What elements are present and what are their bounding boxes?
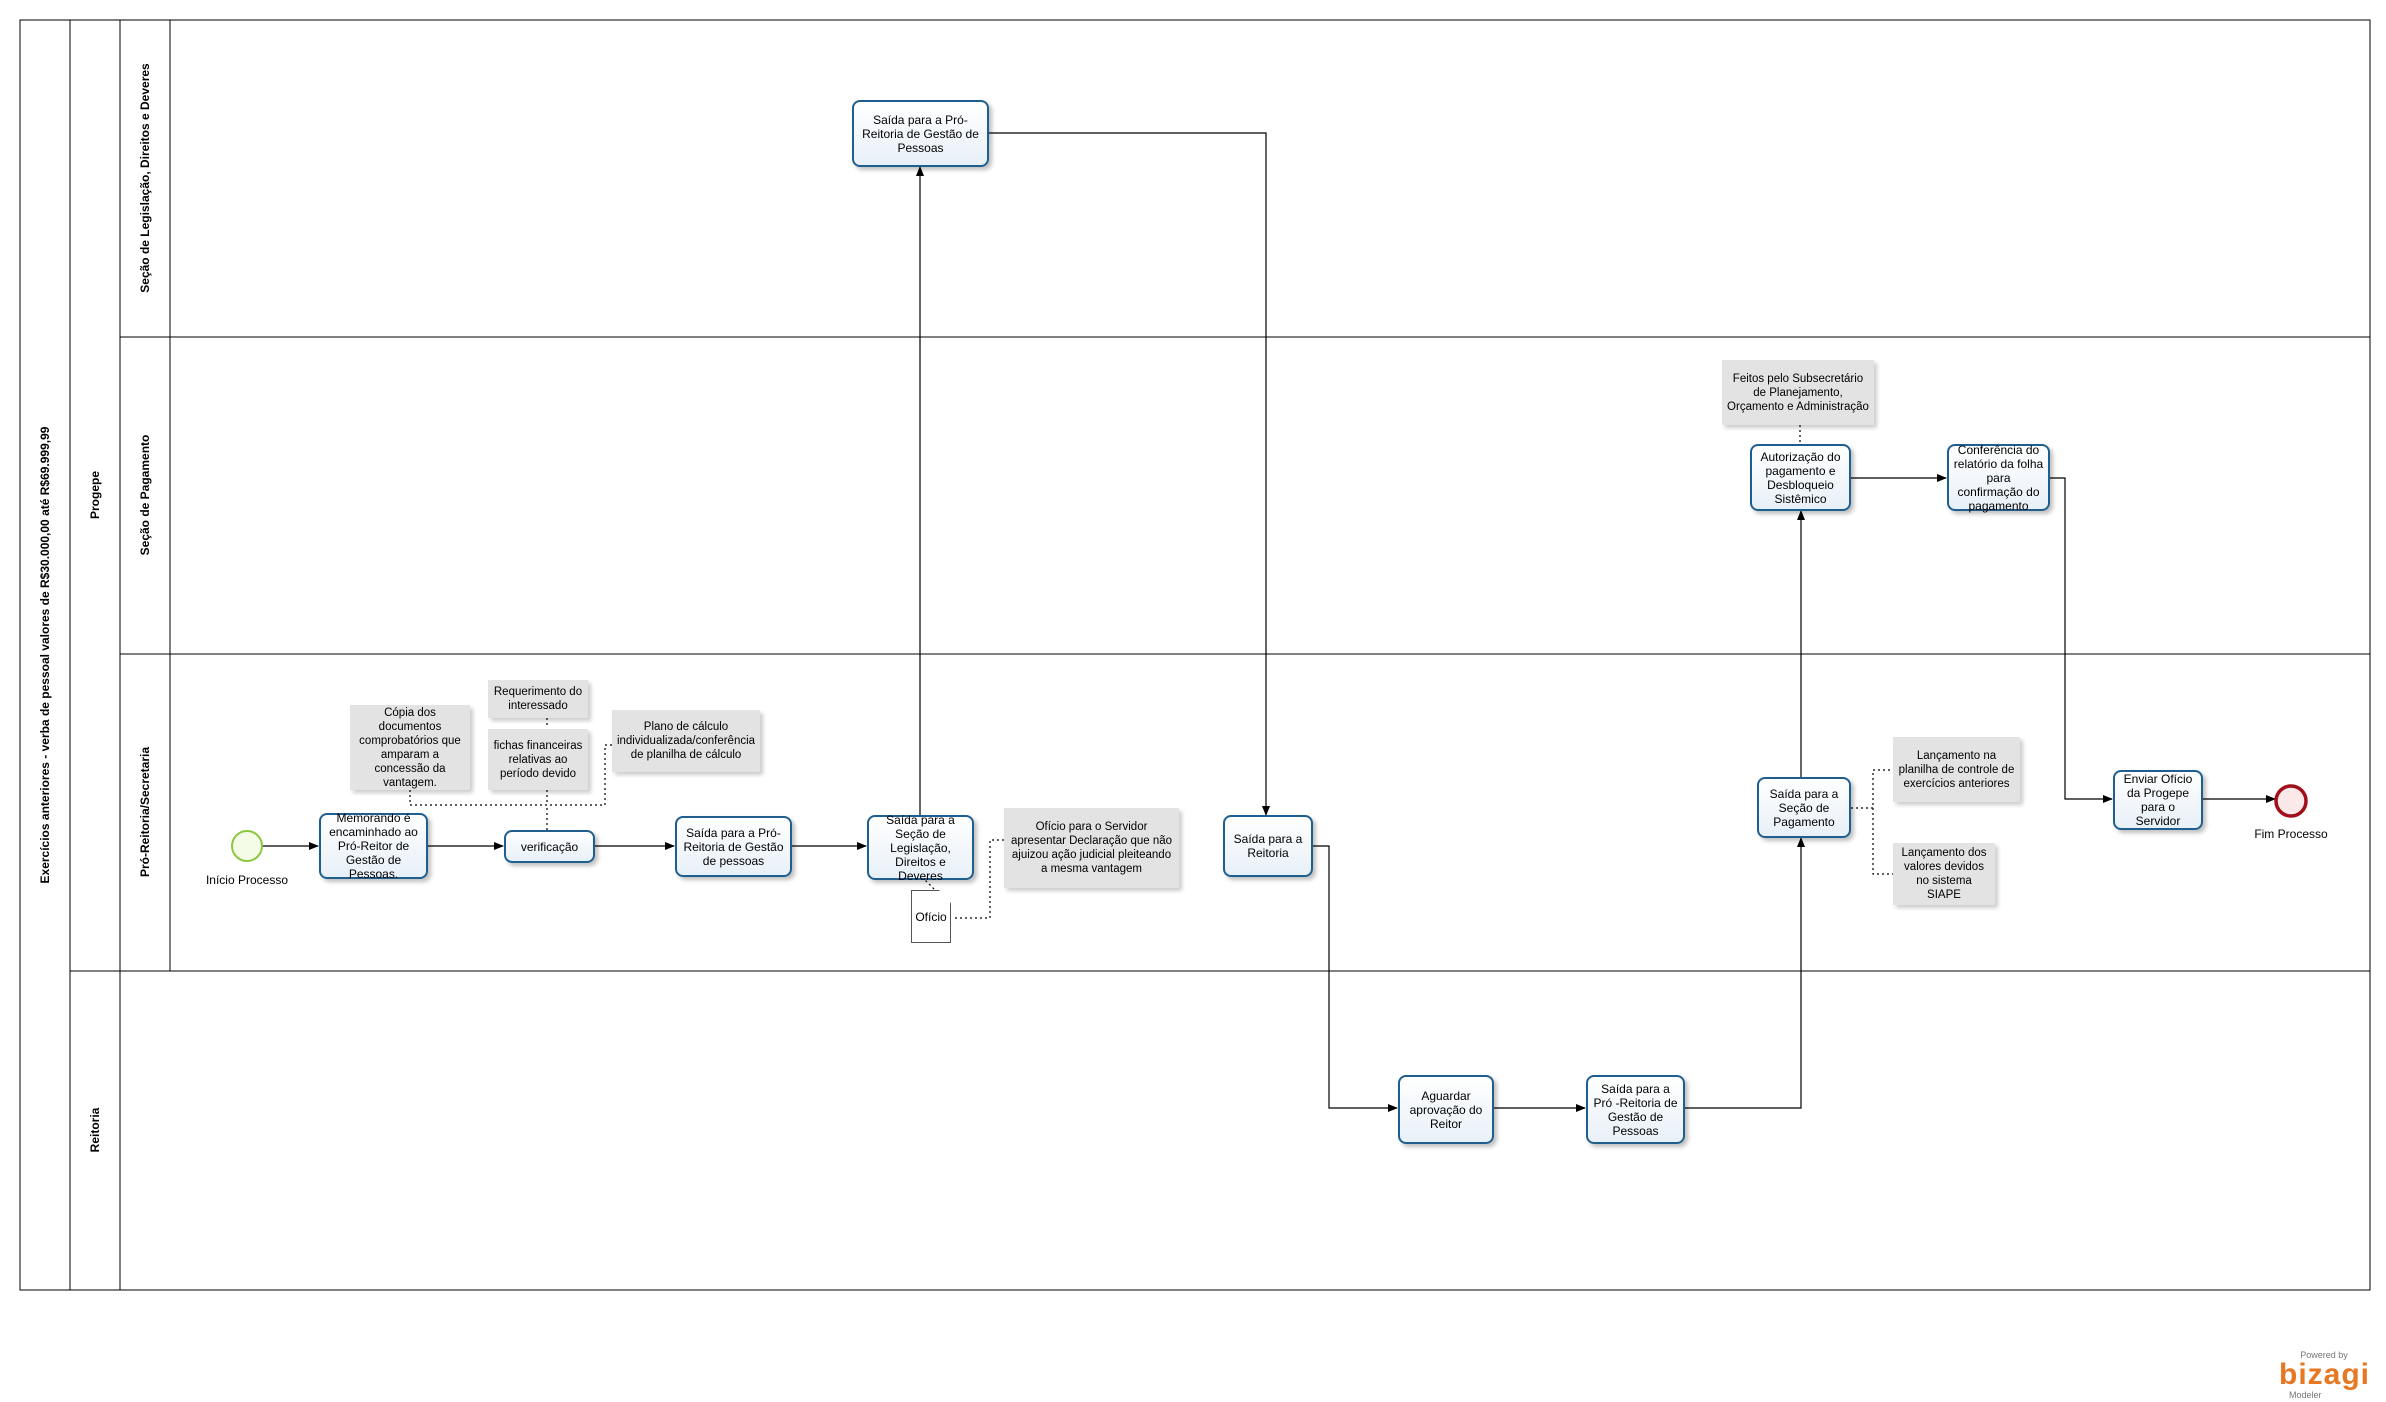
task-conferencia[interactable]: Conferência do relatório da folha para c…	[1947, 443, 2050, 513]
note-fichas-financeiras: fichas financeiras relativas ao período …	[488, 729, 588, 790]
note-lancamento-siape: Lançamento dos valores devidos no sistem…	[1893, 843, 1995, 905]
pool-border	[19, 19, 2371, 1291]
bizagi-product-label: Modeler	[2289, 1390, 2322, 1400]
task-enviar-oficio[interactable]: Enviar Ofício da Progepe para o Servidor	[2113, 770, 2203, 830]
task-saida-pro-reitoria-leg[interactable]: Saída para a Pró-Reitoria de Gestão de P…	[852, 100, 989, 167]
task-memorando[interactable]: Memorando é encaminhado ao Pró-Reitor de…	[319, 811, 428, 881]
assoc-oficio-servidor	[955, 839, 1004, 919]
end-event	[2274, 784, 2308, 818]
note-copia-documentos: Cópia dos documentos comprobatórios que …	[350, 705, 470, 790]
lane-pagamento-label: Seção de Pagamento	[138, 434, 152, 556]
note-feitos-subsecretario: Feitos pelo Subsecretário de Planejament…	[1722, 360, 1874, 425]
note-oficio-servidor: Ofício para o Servidor apresentar Declar…	[1004, 808, 1179, 888]
document-oficio: Ofício	[911, 890, 951, 943]
task-verificacao[interactable]: verificação	[504, 830, 595, 863]
start-event	[231, 830, 263, 862]
flow-saida-reitoria-aguardar	[1313, 845, 1398, 1112]
task-saida-pro-reitoria-reit[interactable]: Saída para a Pró -Reitoria de Gestão de …	[1586, 1075, 1685, 1144]
bizagi-logo: Powered by bizagi Modeler	[2279, 1350, 2369, 1400]
task-saida-pro-reitoria-1[interactable]: Saída para a Pró-Reitoria de Gestão de p…	[675, 816, 792, 877]
assoc-oficio-doc	[921, 876, 936, 891]
flow-reitoria-pagamento	[1685, 837, 1805, 1109]
task-saida-legislacao[interactable]: Saída para a Seção de Legislação, Direit…	[867, 813, 974, 883]
assoc-lancamento-siape	[1872, 808, 1893, 875]
lane-reitoria-label: Reitoria	[88, 1107, 102, 1153]
note-plano-calculo: Plano de cálculo individualizada/conferê…	[612, 710, 760, 772]
start-event-label: Início Processo	[205, 873, 289, 887]
assoc-lancamento-planilha	[1851, 769, 1893, 809]
powered-by-label: Powered by	[2300, 1350, 2348, 1360]
assoc-copia	[409, 790, 548, 830]
flow-conferencia-enviar	[2050, 477, 2113, 803]
task-saida-pagamento[interactable]: Saída para a Seção de Pagamento	[1757, 777, 1851, 838]
note-lancamento-planilha: Lançamento na planilha de controle de ex…	[1893, 737, 2020, 802]
end-event-label: Fim Processo	[2254, 827, 2328, 841]
pool-title: Exercícios anteriores - verba de pessoal…	[38, 426, 52, 884]
lane-legislacao-label: Seção de Legislação, Direitos e Deveres	[138, 63, 152, 293]
assoc-plano	[547, 744, 612, 806]
task-autorizacao[interactable]: Autorização do pagamento e Desbloqueio S…	[1750, 444, 1851, 511]
task-saida-reitoria[interactable]: Saída para a Reitoria	[1223, 815, 1313, 877]
bizagi-brand-name: bizagi	[2279, 1358, 2371, 1391]
note-requerimento: Requerimento do interessado	[488, 680, 588, 718]
task-aguardar-aprovacao[interactable]: Aguardar aprovação do Reitor	[1398, 1075, 1494, 1144]
flow-legislacao-reitoria	[989, 132, 1270, 816]
lane-progepe-label: Progepe	[88, 470, 102, 520]
lane-proreitoria-label: Pró-Reitoria/Secretaria	[138, 746, 152, 878]
